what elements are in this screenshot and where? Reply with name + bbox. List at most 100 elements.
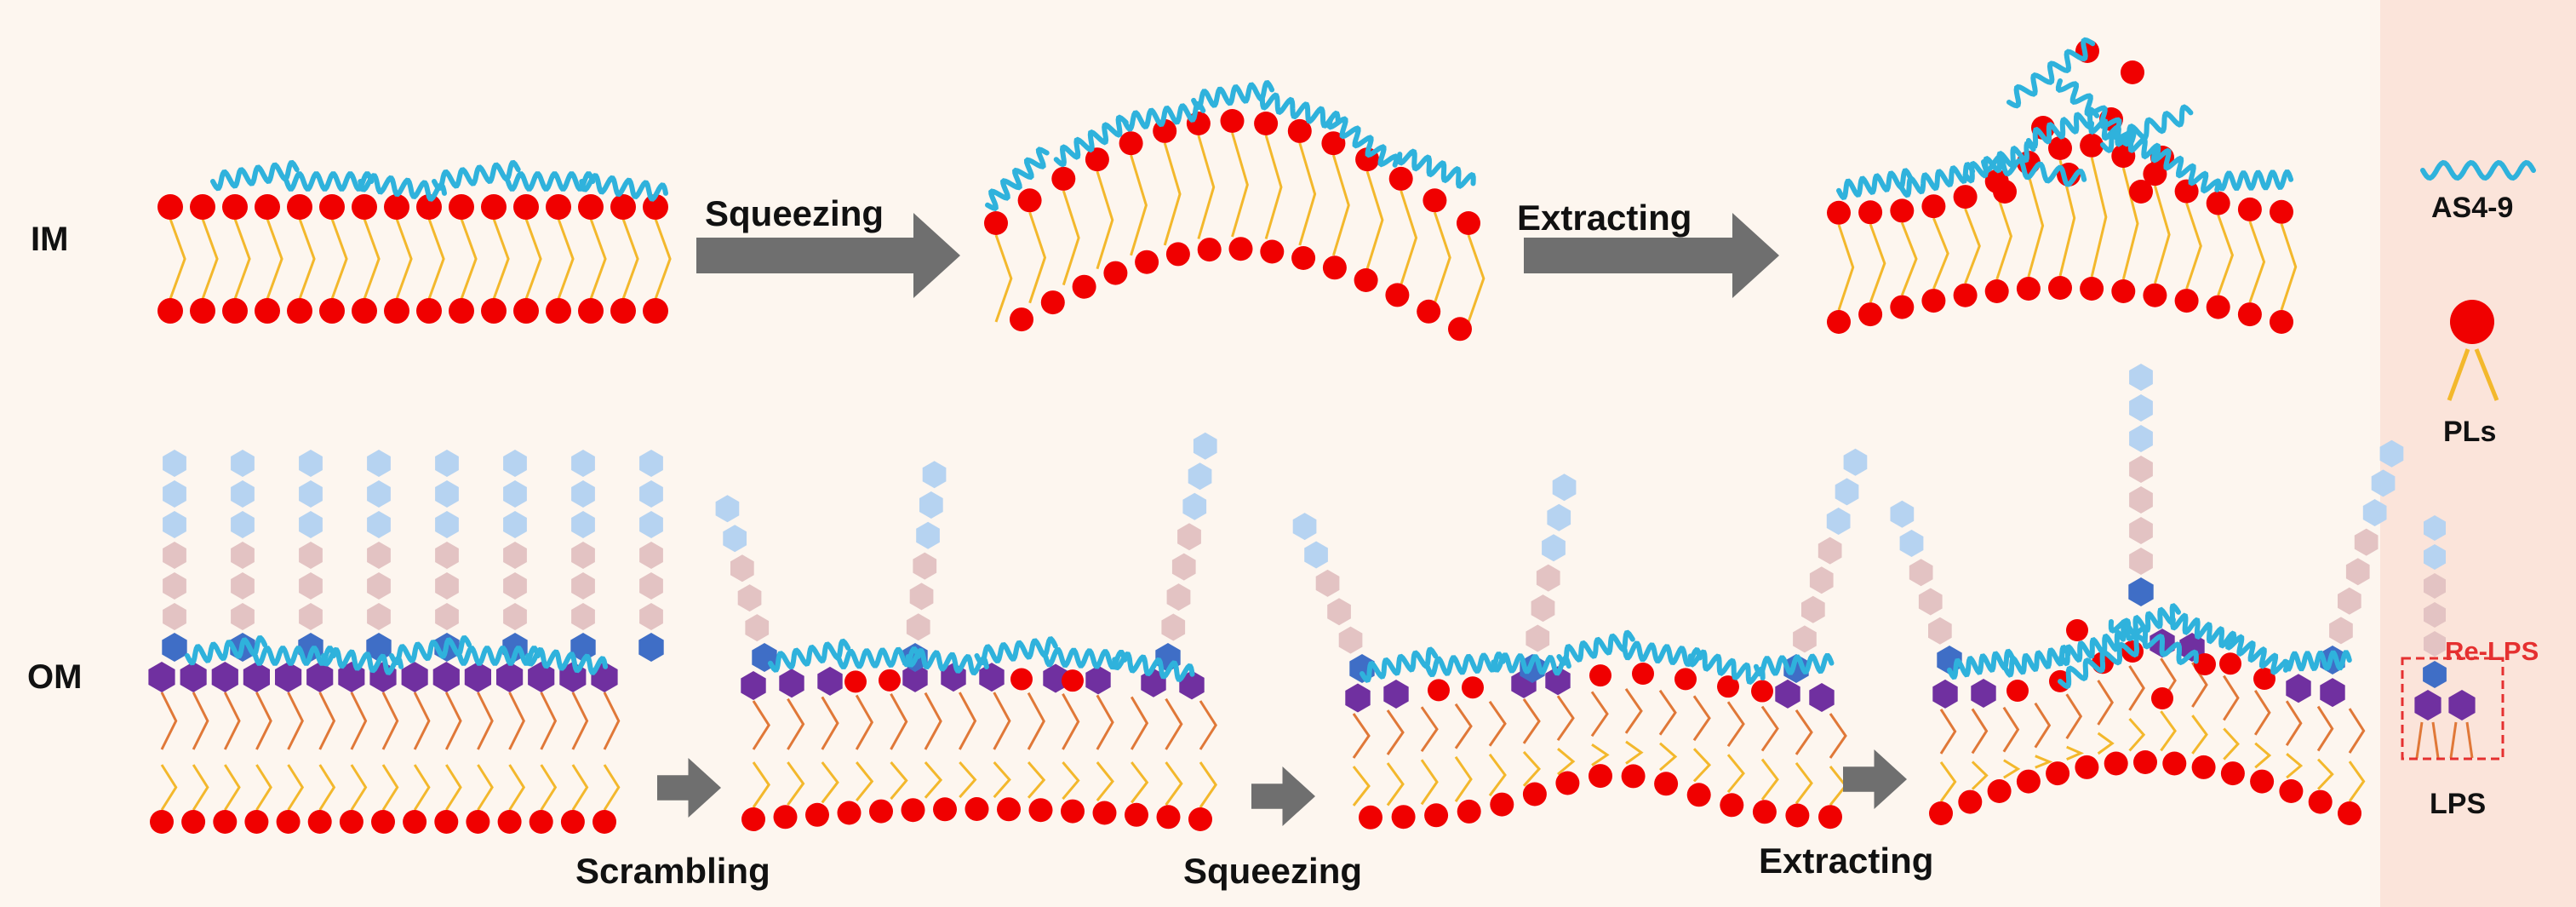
lipid-a-tail bbox=[787, 697, 805, 750]
phospholipid-tail bbox=[2316, 758, 2334, 790]
extracted-headgroup bbox=[2121, 60, 2144, 84]
phospholipid-tail bbox=[413, 764, 431, 811]
phospholipid-headgroup bbox=[592, 810, 616, 834]
lps-sugar-hexagon bbox=[1526, 624, 1550, 652]
lps-sugar-hexagon bbox=[231, 511, 255, 538]
phospholipid-headgroup bbox=[1921, 289, 1946, 313]
lipid-a-tail bbox=[1199, 700, 1217, 750]
phospholipid-tail bbox=[1298, 142, 1317, 246]
arrow-layer bbox=[657, 213, 1907, 826]
phospholipid-headgroup bbox=[1291, 246, 1316, 270]
peptide-helix bbox=[2225, 634, 2290, 675]
lipid-a-tail bbox=[2348, 708, 2366, 754]
phospholipid-headgroup bbox=[1028, 798, 1053, 823]
phospholipid-headgroup bbox=[1522, 782, 1547, 807]
phospholipid-tail bbox=[1964, 208, 1981, 284]
peptide-legend-wave bbox=[2420, 159, 2536, 181]
lps-sugar-hexagon bbox=[1338, 626, 1363, 654]
lps-sugar-hexagon bbox=[243, 662, 270, 692]
phospholipid-headgroup bbox=[1984, 279, 2009, 303]
scrambled-headgroup bbox=[879, 669, 901, 692]
phospholipid-tail bbox=[855, 761, 874, 801]
lipid-a-tail bbox=[1352, 713, 1371, 759]
peptide-helix bbox=[1687, 649, 1766, 685]
extracting-bottom-label: Extracting bbox=[1759, 841, 1933, 881]
lps-legend-tail bbox=[2449, 721, 2458, 759]
lps-legend-hexagon bbox=[2423, 661, 2447, 688]
lps-sugar-hexagon bbox=[571, 572, 595, 600]
phospholipid-tail bbox=[460, 218, 478, 300]
lps-sugar-hexagon bbox=[1188, 462, 1212, 491]
lps-sugar-hexagon bbox=[1899, 530, 1924, 557]
peptide-helix bbox=[2002, 644, 2071, 678]
lipid-a-tail bbox=[958, 692, 977, 750]
peptide-helix bbox=[1122, 100, 1206, 132]
lps-sugar-hexagon bbox=[1043, 663, 1068, 693]
phospholipid-headgroup bbox=[1417, 299, 1441, 324]
lipid-a-tail bbox=[2097, 680, 2115, 726]
phospholipid-tail bbox=[1365, 170, 1384, 270]
phospholipid-tail bbox=[1659, 742, 1678, 772]
lipid-a-tail bbox=[1624, 688, 1643, 734]
lps-sugar-hexagon bbox=[2129, 364, 2153, 391]
phospholipid-tail bbox=[1197, 135, 1216, 239]
lps-sugar-hexagon bbox=[2128, 577, 2154, 606]
lps-sugar-hexagon bbox=[231, 450, 255, 477]
phospholipid-tail bbox=[2348, 761, 2366, 802]
peptide-helix bbox=[1899, 162, 1976, 198]
phospholipid-tail bbox=[2003, 759, 2021, 779]
phospholipid-tail bbox=[287, 764, 305, 811]
phospholipid-tail bbox=[445, 764, 462, 811]
lps-sugar-hexagon bbox=[163, 542, 186, 569]
phospholipid-tail bbox=[1795, 761, 1813, 805]
phospholipid-tail bbox=[255, 764, 272, 811]
phospholipid-headgroup bbox=[1119, 131, 1143, 156]
phospholipid-tail bbox=[2223, 727, 2240, 761]
phospholipid-headgroup bbox=[2046, 761, 2070, 786]
phospholipid-tail bbox=[169, 218, 186, 300]
lps-sugar-hexagon bbox=[401, 662, 428, 692]
scrambling-label: Scrambling bbox=[575, 851, 770, 891]
squeezing-bottom-label: Squeezing bbox=[1183, 851, 1362, 891]
phospholipid-headgroup bbox=[1388, 166, 1413, 191]
phospholipid-headgroup bbox=[222, 194, 248, 220]
phospholipid-headgroup bbox=[384, 194, 409, 220]
phospholipid-tail bbox=[1131, 761, 1149, 804]
peptide-helix bbox=[2058, 634, 2148, 690]
lps-sugar-hexagon bbox=[1793, 625, 1817, 653]
lps-sugar-hexagon bbox=[1177, 523, 1201, 551]
lps-sugar-hexagon bbox=[163, 603, 186, 630]
peptide-legend-icon bbox=[2420, 159, 2536, 181]
lps-legend-hexagon bbox=[2424, 515, 2446, 541]
lps-sugar-hexagon bbox=[306, 662, 334, 692]
phospholipid-headgroup bbox=[307, 810, 332, 834]
phospholipid-tail bbox=[1199, 761, 1217, 808]
lps-sugar-hexagon bbox=[1818, 537, 1842, 565]
lipid-a-tail bbox=[1760, 705, 1779, 752]
lps-sugar-hexagon bbox=[1547, 503, 1571, 531]
lps-sugar-hexagon bbox=[715, 495, 740, 523]
lipid-a-tail bbox=[1062, 693, 1080, 750]
phospholipid-headgroup bbox=[1260, 239, 1285, 264]
peptide-helix bbox=[253, 646, 336, 666]
lps-sugar-hexagon bbox=[1292, 513, 1317, 541]
lps-sugar-hexagon bbox=[231, 572, 255, 600]
phospholipid-headgroup bbox=[2133, 750, 2157, 774]
lipid-a-tail bbox=[1096, 694, 1114, 750]
phospholipid-headgroup bbox=[610, 194, 636, 220]
peptide-helix bbox=[836, 646, 921, 669]
peptide-helix bbox=[2282, 650, 2352, 672]
phospholipid-tail bbox=[924, 761, 943, 799]
phospholipid-tail bbox=[1352, 766, 1371, 807]
peptide-helix bbox=[525, 646, 609, 675]
phospholipid-tail bbox=[1027, 761, 1046, 799]
lipid-a-tail bbox=[287, 692, 304, 750]
phospholipid-headgroup bbox=[449, 298, 474, 324]
phospholipid-headgroup bbox=[2075, 755, 2099, 779]
phospholipid-headgroup bbox=[2206, 191, 2230, 215]
phospholipid-headgroup bbox=[643, 194, 668, 220]
phospholipid-headgroup bbox=[1987, 779, 2012, 803]
phospholipid-headgroup bbox=[2016, 769, 2041, 794]
peptide-helix bbox=[1622, 640, 1703, 668]
lipid-a-tail bbox=[1556, 695, 1575, 742]
